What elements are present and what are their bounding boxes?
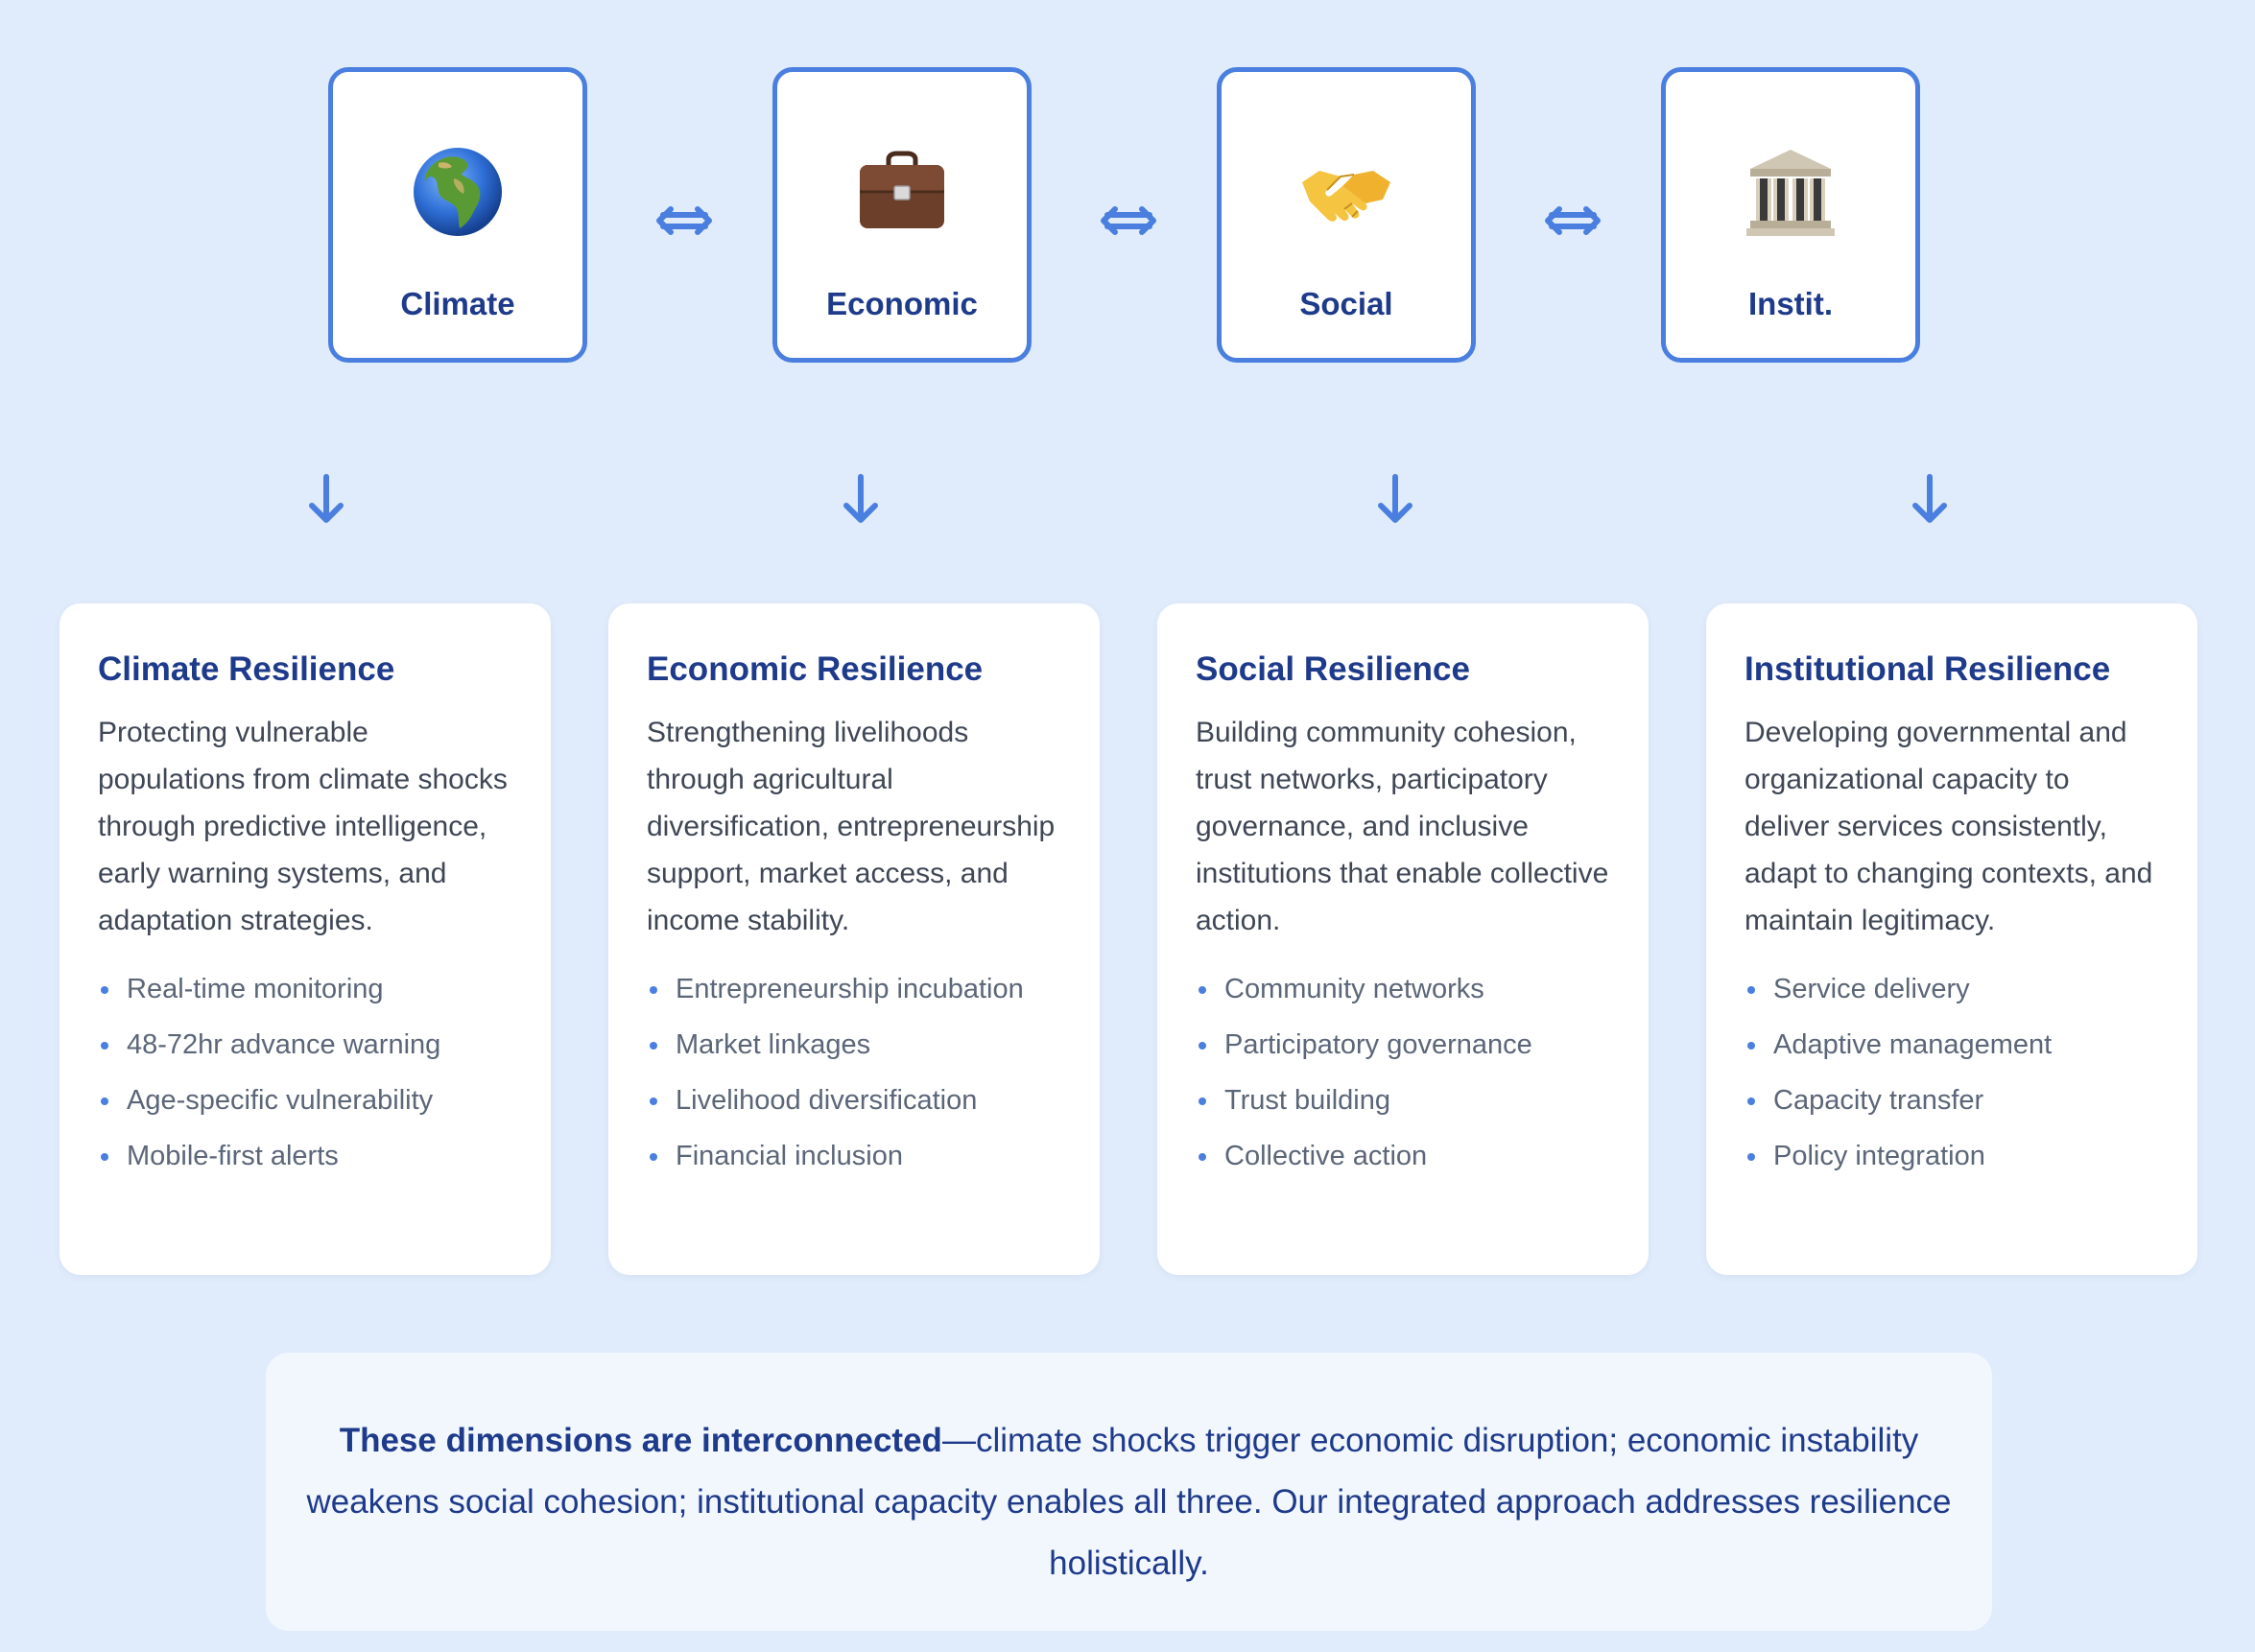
down-arrow-icon xyxy=(1906,471,1954,529)
card-description: Strengthening livelihoods through agricu… xyxy=(647,717,1056,936)
list-item: Entrepreneurship incubation xyxy=(647,961,1061,1017)
card-economic-resilience: Economic Resilience Strengthening liveli… xyxy=(608,603,1100,1275)
summary-callout: These dimensions are interconnected—clim… xyxy=(266,1353,1992,1631)
down-arrow-icon xyxy=(302,471,350,529)
node-label: Climate xyxy=(400,286,515,321)
list-item: Service delivery xyxy=(1745,961,2159,1017)
globe-icon xyxy=(333,139,582,245)
node-label: Social xyxy=(1299,286,1393,321)
bidirectional-arrow-icon xyxy=(1100,192,1157,249)
card-feature-list: Community networks Participatory governa… xyxy=(1196,961,1610,1184)
node-economic: Economic xyxy=(772,67,1032,363)
list-item: Market linkages xyxy=(647,1017,1061,1073)
card-institutional-resilience: Institutional Resilience Developing gove… xyxy=(1706,603,2197,1275)
card-title: Social Resilience xyxy=(1196,650,1470,688)
card-feature-list: Real-time monitoring 48-72hr advance war… xyxy=(98,961,512,1184)
list-item: Livelihood diversification xyxy=(647,1073,1061,1128)
card-social-resilience: Social Resilience Building community coh… xyxy=(1157,603,1649,1275)
card-description: Protecting vulnerable populations from c… xyxy=(98,717,508,936)
down-arrow-icon xyxy=(837,471,885,529)
down-arrow-icon xyxy=(1371,471,1419,529)
card-climate-resilience: Climate Resilience Protecting vulnerable… xyxy=(59,603,551,1275)
card-description: Developing governmental and organization… xyxy=(1745,717,2153,936)
list-item: Mobile-first alerts xyxy=(98,1128,512,1184)
node-social: Social xyxy=(1217,67,1476,363)
node-institutional: Instit. xyxy=(1661,67,1920,363)
list-item: Financial inclusion xyxy=(647,1128,1061,1184)
list-item: Real-time monitoring xyxy=(98,961,512,1017)
card-title: Climate Resilience xyxy=(98,650,395,688)
handshake-icon xyxy=(1222,139,1471,245)
card-feature-list: Entrepreneurship incubation Market linka… xyxy=(647,961,1061,1184)
card-description: Building community cohesion, trust netwo… xyxy=(1196,717,1609,936)
card-feature-list: Service delivery Adaptive management Cap… xyxy=(1745,961,2159,1184)
classical-building-icon xyxy=(1666,139,1915,245)
list-item: Trust building xyxy=(1196,1073,1610,1128)
list-item: 48-72hr advance warning xyxy=(98,1017,512,1073)
list-item: Age-specific vulnerability xyxy=(98,1073,512,1128)
node-label: Economic xyxy=(826,286,978,321)
card-title: Institutional Resilience xyxy=(1745,650,2111,688)
list-item: Participatory governance xyxy=(1196,1017,1610,1073)
card-title: Economic Resilience xyxy=(647,650,984,688)
list-item: Community networks xyxy=(1196,961,1610,1017)
list-item: Capacity transfer xyxy=(1745,1073,2159,1128)
list-item: Policy integration xyxy=(1745,1128,2159,1184)
briefcase-icon xyxy=(777,139,1027,245)
bidirectional-arrow-icon xyxy=(1544,192,1602,249)
bidirectional-arrow-icon xyxy=(655,192,713,249)
list-item: Adaptive management xyxy=(1745,1017,2159,1073)
node-label: Instit. xyxy=(1748,286,1833,321)
summary-lead: These dimensions are interconnected xyxy=(339,1422,942,1459)
summary-text: —climate shocks trigger economic disrupt… xyxy=(306,1422,1952,1582)
node-climate: Climate xyxy=(328,67,587,363)
list-item: Collective action xyxy=(1196,1128,1610,1184)
